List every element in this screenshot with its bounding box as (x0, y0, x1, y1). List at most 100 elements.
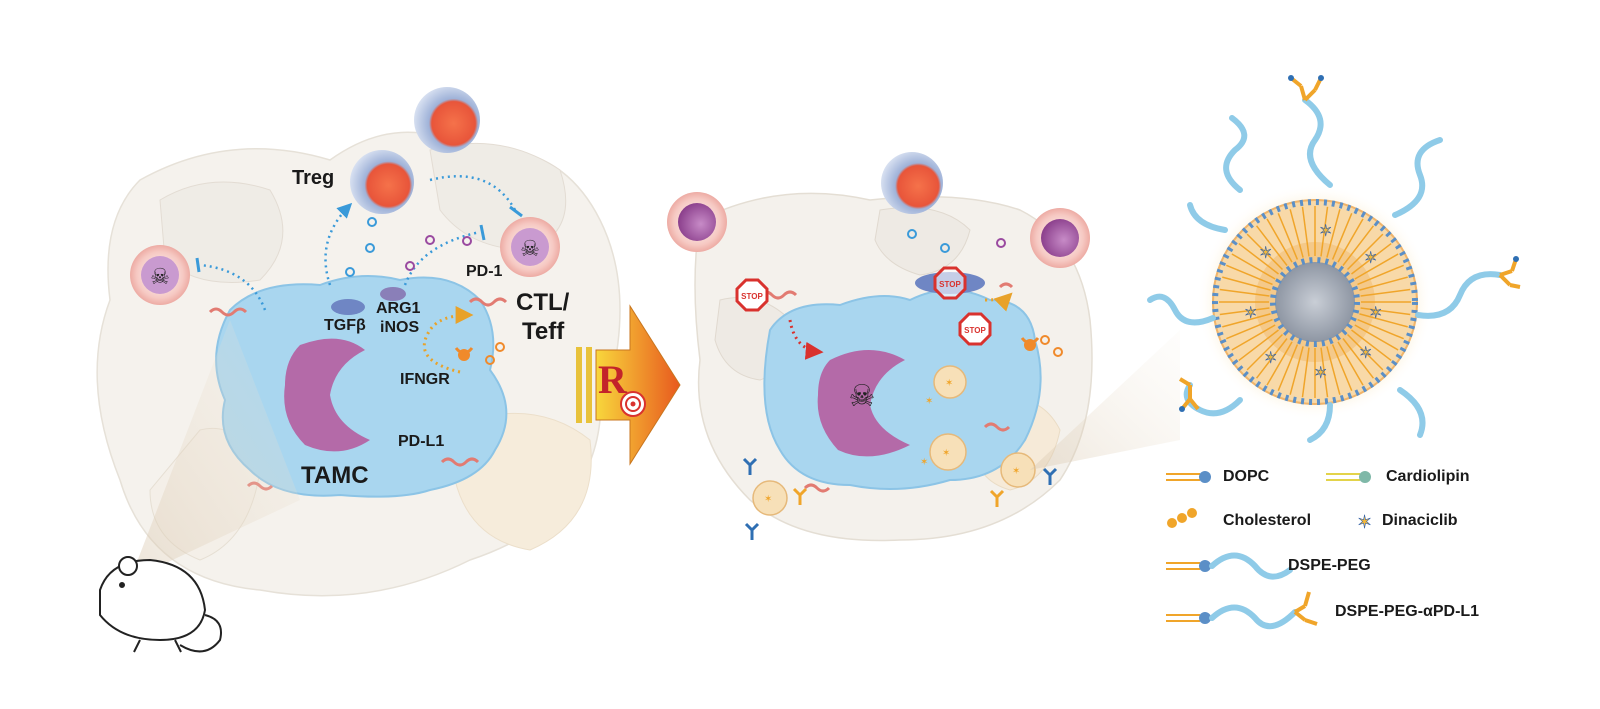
antibody-conjugates (1178, 75, 1521, 412)
tgfb-molecule (331, 299, 365, 315)
nanoparticles-internalized (752, 365, 1036, 516)
lipid-tail (1359, 313, 1408, 328)
lipid-tail (1238, 242, 1279, 275)
ifngr-receptor-treated (1020, 337, 1040, 351)
skull-icon: ☠ (849, 379, 876, 414)
nanoparticle-detail: ✶✶✶✶✶✶✶✶ (1197, 184, 1433, 420)
label-teff: Teff (522, 318, 565, 345)
lipid-tail (1351, 329, 1392, 362)
lipid-tail (1331, 213, 1353, 260)
legend-label-cardiolipin: Cardiolipin (1386, 468, 1470, 485)
lipid-tail (1360, 307, 1411, 316)
lipid-tail (1266, 341, 1293, 386)
ctl-cell-left (667, 192, 727, 252)
lipid-tail (1326, 346, 1341, 395)
cytokine-dots-treated (907, 229, 1063, 357)
dinaciclib-star: ✶ (1259, 243, 1272, 262)
lipid-tail (1277, 213, 1299, 260)
stop-sign-1: STOP (735, 278, 769, 312)
mouse-icon (99, 556, 222, 653)
dinaciclib-star: ✶ (1319, 221, 1332, 240)
label-pd1: PD-1 (466, 263, 503, 280)
svg-text:✶: ✶ (942, 448, 950, 459)
lipid-tail (1320, 206, 1329, 257)
legend-label-dspe-peg-apdl1: DSPE-PEG-αPD-L1 (1335, 603, 1480, 620)
ctl-cell-right (1030, 208, 1090, 268)
ifngr-receptor (454, 342, 505, 365)
lipid-tail (1301, 206, 1310, 257)
lipid-tail (1246, 333, 1284, 371)
legend-label-dopc: DOPC (1223, 468, 1270, 485)
svg-text:STOP: STOP (939, 280, 961, 289)
ctl-dead-cell-left: ☠ (130, 245, 190, 305)
lipid-tail (1301, 347, 1310, 398)
suppression-arrows (199, 175, 517, 311)
lipid-tail (1326, 209, 1341, 258)
legend-icon-dopc (1166, 471, 1211, 483)
treg-cell-middle (881, 152, 943, 214)
dinaciclib-star: ✶ (1244, 303, 1257, 322)
view-beam-left (130, 320, 300, 580)
lipid-tail (1266, 218, 1293, 263)
svg-text:✶: ✶ (925, 396, 933, 407)
legend-label-dinaciclib: Dinaciclib (1382, 512, 1458, 529)
ctl-dead-cell: ☠ (500, 217, 560, 277)
label-treg: Treg (292, 167, 335, 189)
lipid-tail (1238, 329, 1279, 362)
lipid-tail (1337, 218, 1364, 263)
lipid-tail (1226, 264, 1273, 286)
lipid-tail (1255, 225, 1288, 266)
svg-text:✶: ✶ (764, 494, 772, 505)
dinaciclib-stars: ✶ ✶ ✶ ✶ ✶ ✶ (764, 378, 1020, 505)
inhibition-bars (195, 205, 523, 273)
lipid-tail (1346, 333, 1384, 371)
legend-icon-dinaciclib: ✶ (1357, 512, 1373, 534)
lipid-tail (1277, 344, 1299, 391)
lipid-tail (1346, 233, 1384, 271)
dinaciclib-star: ✶ (1264, 348, 1277, 367)
rx-symbol: R (598, 357, 627, 402)
svg-text:☠: ☠ (520, 237, 540, 262)
legend-icon-dspe-peg (1166, 552, 1293, 580)
antibody-icons (742, 457, 1058, 540)
label-ifngr: IFNGR (400, 371, 450, 388)
legend-label-cholesterol: Cholesterol (1223, 512, 1312, 529)
legend-icon-cholesterol (1167, 508, 1197, 528)
lipid-tail (1255, 338, 1288, 379)
lipid-tail (1289, 209, 1304, 258)
label-tamc: TAMC (301, 462, 369, 489)
lipid-tail (1231, 253, 1276, 280)
label-pdl1: PD-L1 (398, 433, 445, 450)
dinaciclib-star: ✶ (1359, 343, 1372, 362)
lipid-tail (1354, 253, 1399, 280)
lipid-tail (1222, 313, 1271, 328)
lipid-tail (1360, 288, 1411, 297)
legend-label-dspe-peg: DSPE-PEG (1288, 557, 1371, 574)
arg1-molecule (380, 287, 406, 301)
cytokine-dots (345, 217, 472, 277)
lipid-tail (1289, 346, 1304, 395)
tamc-nucleus (284, 338, 370, 452)
lipid-tail (1337, 341, 1364, 386)
stop-sign-2: STOP (915, 266, 985, 300)
tamc-cell-treated (763, 289, 1042, 490)
stop-sign-3: STOP (958, 312, 992, 346)
lipid-tail (1357, 318, 1404, 340)
lipid-tail (1342, 338, 1375, 379)
lipid-tail (1351, 242, 1392, 275)
lipid-tail (1359, 276, 1408, 291)
blocked-signal-arrow (788, 319, 824, 360)
lipid-tail (1219, 307, 1270, 316)
lipid-tail (1342, 225, 1375, 266)
svg-text:STOP: STOP (964, 326, 986, 335)
lipid-tail (1219, 288, 1270, 297)
svg-text:☠: ☠ (150, 265, 170, 290)
ifng-signal-arrow-treated (984, 292, 1013, 312)
lipid-tail (1222, 276, 1271, 291)
legend-icon-dspe-peg-apdl1 (1166, 591, 1318, 630)
lipid-tail (1246, 233, 1284, 271)
label-inos: iNOS (380, 319, 420, 336)
tamc-nucleus-dead (817, 350, 910, 457)
svg-text:STOP: STOP (741, 292, 763, 301)
